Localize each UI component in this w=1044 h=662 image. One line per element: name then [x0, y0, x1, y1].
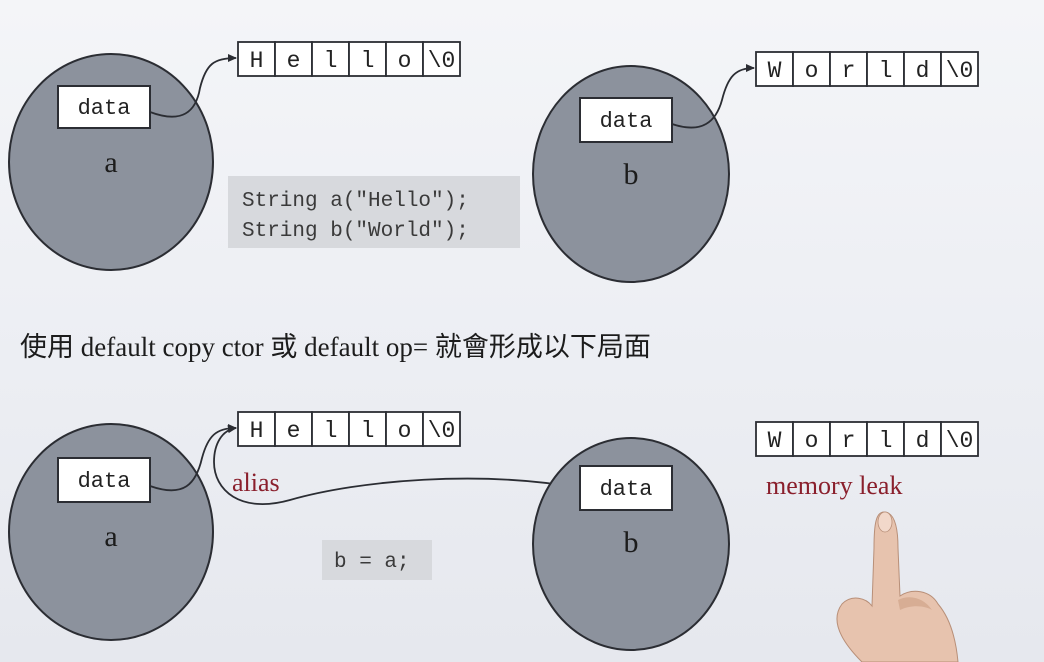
- char-cell-text: r: [842, 58, 856, 84]
- char-cell-text: o: [398, 48, 412, 74]
- char-cell: [422, 41, 461, 77]
- pointer-b-to-world: [671, 64, 755, 129]
- data-field-label: data: [78, 469, 131, 494]
- char-cell: [792, 51, 831, 87]
- pointer-a-to-hello: [149, 54, 237, 118]
- char-cell-text: e: [287, 418, 301, 444]
- char-cell-text: l: [324, 48, 338, 74]
- char-cell-text: \0: [946, 428, 974, 454]
- data-box: [579, 465, 673, 511]
- char-cell: [422, 411, 461, 447]
- bottom-code-block: b = a;: [322, 540, 432, 580]
- bottom-object-a: data a: [8, 423, 214, 641]
- bottom-object-b: data b: [532, 437, 730, 651]
- char-cell: [903, 421, 942, 457]
- char-cell: [311, 411, 350, 447]
- char-cell: [274, 41, 313, 77]
- char-cell-text: o: [398, 418, 412, 444]
- char-cell-text: l: [324, 418, 338, 444]
- object-name-b: b: [624, 526, 639, 559]
- object-name-a: a: [104, 520, 117, 553]
- char-cell-text: d: [916, 58, 930, 84]
- data-box: [57, 85, 151, 129]
- char-cell: [385, 41, 424, 77]
- char-cell-text: W: [768, 428, 782, 454]
- char-cell: [755, 51, 794, 87]
- char-cell-text: d: [916, 428, 930, 454]
- pointer-b-to-hello-alias: [213, 425, 581, 505]
- data-field-label: data: [78, 96, 131, 121]
- char-cell: [385, 411, 424, 447]
- char-cell: [792, 421, 831, 457]
- top-object-a: data a: [8, 53, 214, 271]
- char-cell: [311, 41, 350, 77]
- alias-label: alias: [232, 468, 280, 497]
- char-cell: [237, 41, 276, 77]
- char-cell-text: l: [361, 418, 375, 444]
- char-cell: [348, 41, 387, 77]
- char-cell-text: o: [805, 58, 819, 84]
- char-cell-text: l: [879, 428, 893, 454]
- char-cell-text: r: [842, 428, 856, 454]
- top-object-b: data b: [532, 65, 730, 283]
- char-cell: [274, 411, 313, 447]
- char-cell: [829, 51, 868, 87]
- char-cell-text: H: [250, 418, 264, 444]
- char-cell-text: W: [768, 58, 782, 84]
- char-cell: [940, 51, 979, 87]
- pointing-hand: [836, 511, 959, 662]
- char-cell-text: e: [287, 48, 301, 74]
- code-line-2: String b("World");: [242, 220, 469, 243]
- char-cell-text: l: [361, 48, 375, 74]
- char-cell-text: o: [805, 428, 819, 454]
- char-cell-text: l: [879, 58, 893, 84]
- caption-text: 使用 default copy ctor 或 default op= 就會形成以…: [20, 332, 651, 362]
- char-cell: [940, 421, 979, 457]
- data-box: [57, 457, 151, 503]
- data-field-label: data: [600, 109, 653, 134]
- object-name-b: b: [624, 158, 639, 191]
- char-cell: [237, 411, 276, 447]
- code-background: [322, 540, 432, 580]
- memory-leak-label: memory leak: [766, 471, 902, 500]
- char-cell-text: \0: [428, 418, 456, 444]
- char-cell: [755, 421, 794, 457]
- char-cell-text: H: [250, 48, 264, 74]
- code-assign: b = a;: [334, 551, 410, 574]
- data-box: [579, 97, 673, 143]
- char-cell-text: \0: [946, 58, 974, 84]
- char-cell-text: \0: [428, 48, 456, 74]
- code-background: [228, 176, 520, 248]
- code-line-1: String a("Hello");: [242, 190, 469, 213]
- object-name-a: a: [104, 146, 117, 179]
- pointer-a-to-hello: [149, 424, 237, 492]
- data-field-label: data: [600, 477, 653, 502]
- top-code-block: String a("Hello"); String b("World");: [228, 176, 520, 248]
